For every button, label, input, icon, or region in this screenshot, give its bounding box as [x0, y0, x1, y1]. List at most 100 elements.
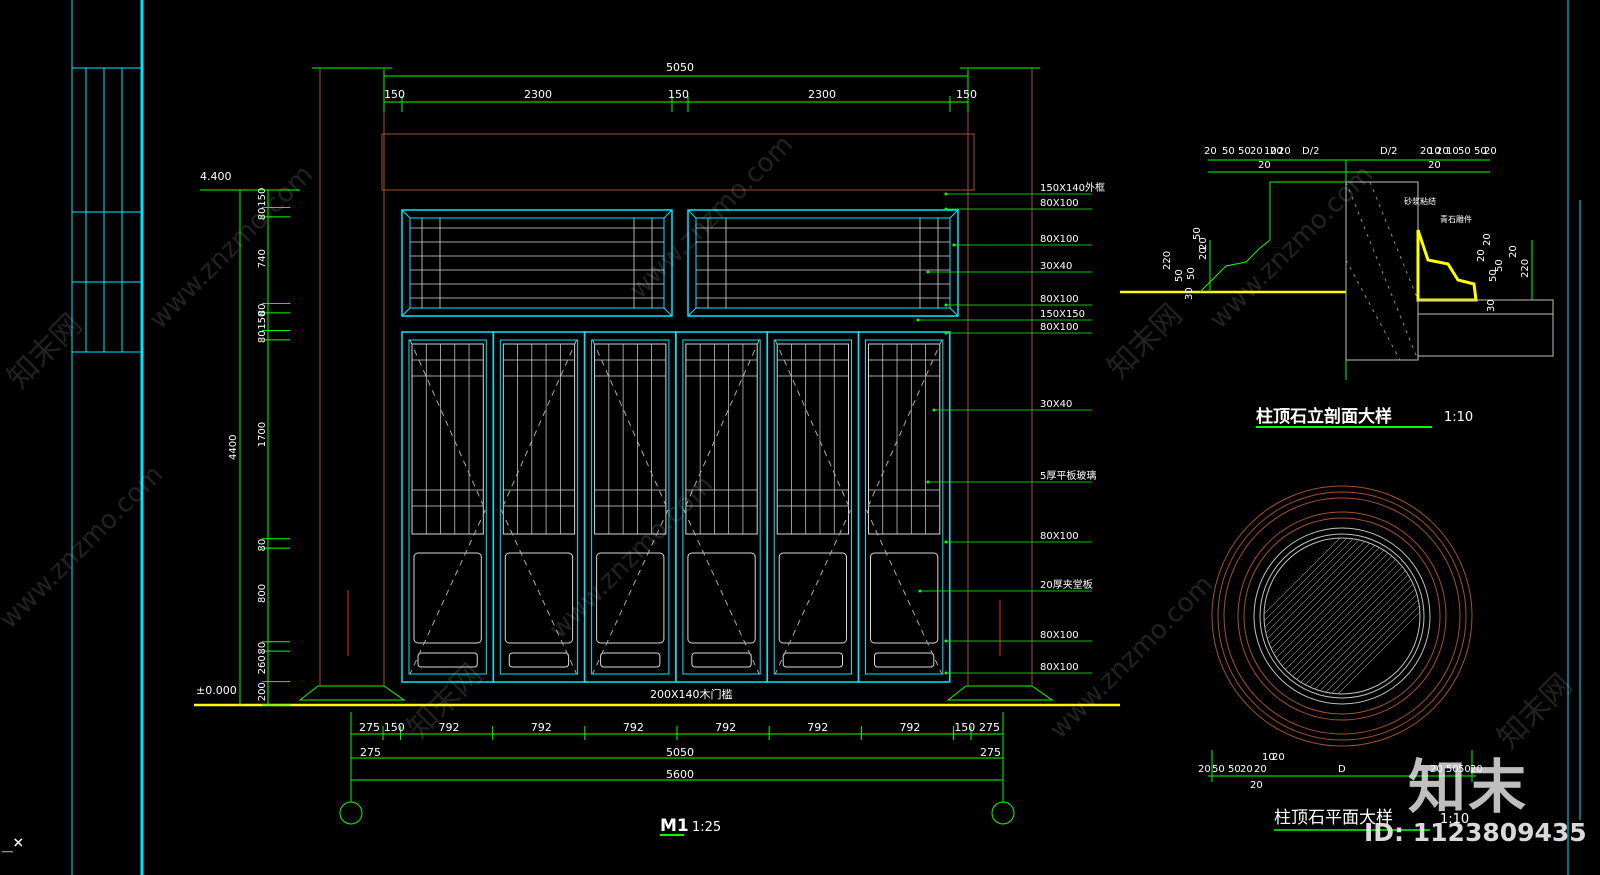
section-top-dim: 10	[1446, 146, 1459, 157]
section-top-dim: 20	[1250, 146, 1263, 157]
watermark-logo: 知末	[1408, 753, 1529, 821]
top-dimensions	[383, 70, 969, 112]
section-left-dim: 50	[1186, 267, 1197, 280]
plan-bottom-dim: 50	[1228, 764, 1241, 775]
bottom-dim-row2-left: 275	[360, 746, 381, 759]
bottom-dim-row2-mid: 5050	[666, 746, 694, 759]
bottom-dim-row1: 792	[623, 721, 644, 734]
section-right-dim: 30	[1486, 299, 1497, 312]
section-right-dim: 20	[1476, 249, 1487, 262]
bottom-dim-row1: 792	[439, 721, 460, 734]
plan-detail-drawing	[1208, 485, 1476, 782]
section-top-dim: 20	[1420, 146, 1433, 157]
left-dim-label: 200	[257, 682, 268, 701]
watermark-site-1: www.znzmo.com	[144, 160, 319, 335]
callout-label: 80X100	[1040, 662, 1079, 673]
section-top-dim: 20	[1278, 146, 1291, 157]
callout-label: 80X100	[1040, 630, 1079, 641]
left-title-strip	[71, 0, 144, 875]
section-top-dim: 50	[1238, 146, 1251, 157]
callout-label: 150X150	[1040, 309, 1085, 320]
bottom-dim-row1: 792	[531, 721, 552, 734]
plan-bottom-dim: 10	[1262, 752, 1275, 763]
left-dim-label: 80	[257, 330, 268, 343]
watermark-site-4: www.znzmo.com	[0, 460, 169, 635]
transom-lattice	[410, 218, 950, 308]
section-left-dim: 20	[1198, 237, 1209, 250]
section-top-sub: 20	[1428, 160, 1441, 171]
callout-label: 5厚平板玻璃	[1040, 469, 1096, 482]
plan-scale: 1:10	[1440, 812, 1469, 827]
section-right-dim: 50	[1494, 259, 1505, 272]
section-detail-drawing	[1199, 159, 1554, 380]
watermark-site-6: www.znzmo.com	[1044, 570, 1219, 745]
plan-bottom-dim: D	[1338, 764, 1346, 775]
left-dim-label: 150	[257, 311, 268, 330]
section-left-dim: 220	[1162, 251, 1173, 270]
bottom-dim-row1: 275	[359, 721, 380, 734]
watermark-site-2: www.znzmo.com	[624, 130, 799, 305]
section-top-dim: 20	[1204, 146, 1217, 157]
dim-overall-top: 5050	[666, 61, 694, 74]
dim-top-150-c: 150	[956, 88, 977, 101]
lintel-beam	[381, 133, 975, 191]
column-base-stones	[298, 590, 1054, 701]
plan-title: 柱顶石平面大样	[1274, 808, 1393, 828]
right-title-strip	[1567, 0, 1581, 875]
elevation-title: M1	[660, 816, 689, 836]
left-dim-label: 80	[257, 642, 268, 655]
left-column	[312, 67, 392, 686]
plan-bottom-dim: 50	[1458, 764, 1471, 775]
callout-label: 80X100	[1040, 531, 1079, 542]
bottom-dim-row1: 792	[807, 721, 828, 734]
section-scale: 1:10	[1444, 410, 1473, 425]
transom-window-left	[401, 209, 673, 317]
plan-hatch	[1264, 538, 1420, 694]
bottom-dim-row3: 5600	[666, 768, 694, 781]
bottom-dim-row1: 792	[715, 721, 736, 734]
plan-bottom-dim: 50	[1212, 764, 1225, 775]
axis-bubbles	[339, 712, 1015, 825]
watermark-site-5: www.znzmo.com	[544, 470, 719, 645]
left-dim-label: 1700	[257, 422, 268, 447]
door-leaf	[857, 331, 951, 683]
level-top: 4.400	[200, 170, 232, 183]
section-top-dim: 50	[1474, 146, 1487, 157]
callout-label: 30X40	[1040, 261, 1072, 272]
section-right-dim: 20	[1508, 245, 1519, 258]
right-callouts: 150X140外框 80X100 80X100 30X40 80X100 150X150 8…	[916, 181, 1105, 675]
elevation-scale: 1:25	[692, 820, 721, 835]
bottom-dim-row1: 275	[979, 721, 1000, 734]
section-top-sub: 20	[1258, 160, 1271, 171]
section-top-dim: 20	[1270, 146, 1283, 157]
watermark-brand-2: 知末网	[1101, 297, 1189, 385]
section-top-dim: 50	[1222, 146, 1235, 157]
section-top-dim: 20	[1484, 146, 1497, 157]
callout-label: 20厚夹堂板	[1040, 578, 1093, 591]
watermark-brand-1: 知末网	[1, 307, 89, 395]
door-leaf	[766, 331, 860, 683]
section-label-stone: 青石雕件	[1440, 214, 1472, 224]
bottom-sill-label: 200X140木门槛	[650, 687, 733, 701]
dim-top-2300-a: 2300	[524, 88, 552, 101]
left-dim-label: 740	[257, 249, 268, 268]
dim-total-height: 4400	[228, 435, 239, 460]
callout-label: 80X100	[1040, 234, 1079, 245]
plan-bottom-dim: 50	[1446, 764, 1459, 775]
door-leaf	[401, 331, 495, 683]
left-dim-label: 80	[257, 208, 268, 221]
bottom-dim-row1: 792	[899, 721, 920, 734]
left-dim-label: 80	[257, 539, 268, 552]
callout-label: 30X40	[1040, 399, 1072, 410]
section-top-dim: 10	[1428, 146, 1441, 157]
callout-label: 150X140外框	[1040, 181, 1105, 194]
callout-label: 80X100	[1040, 198, 1079, 209]
left-dim-label: 800	[257, 584, 268, 603]
left-dim-label: 260	[257, 655, 268, 674]
left-dim-label: 150	[257, 188, 268, 207]
